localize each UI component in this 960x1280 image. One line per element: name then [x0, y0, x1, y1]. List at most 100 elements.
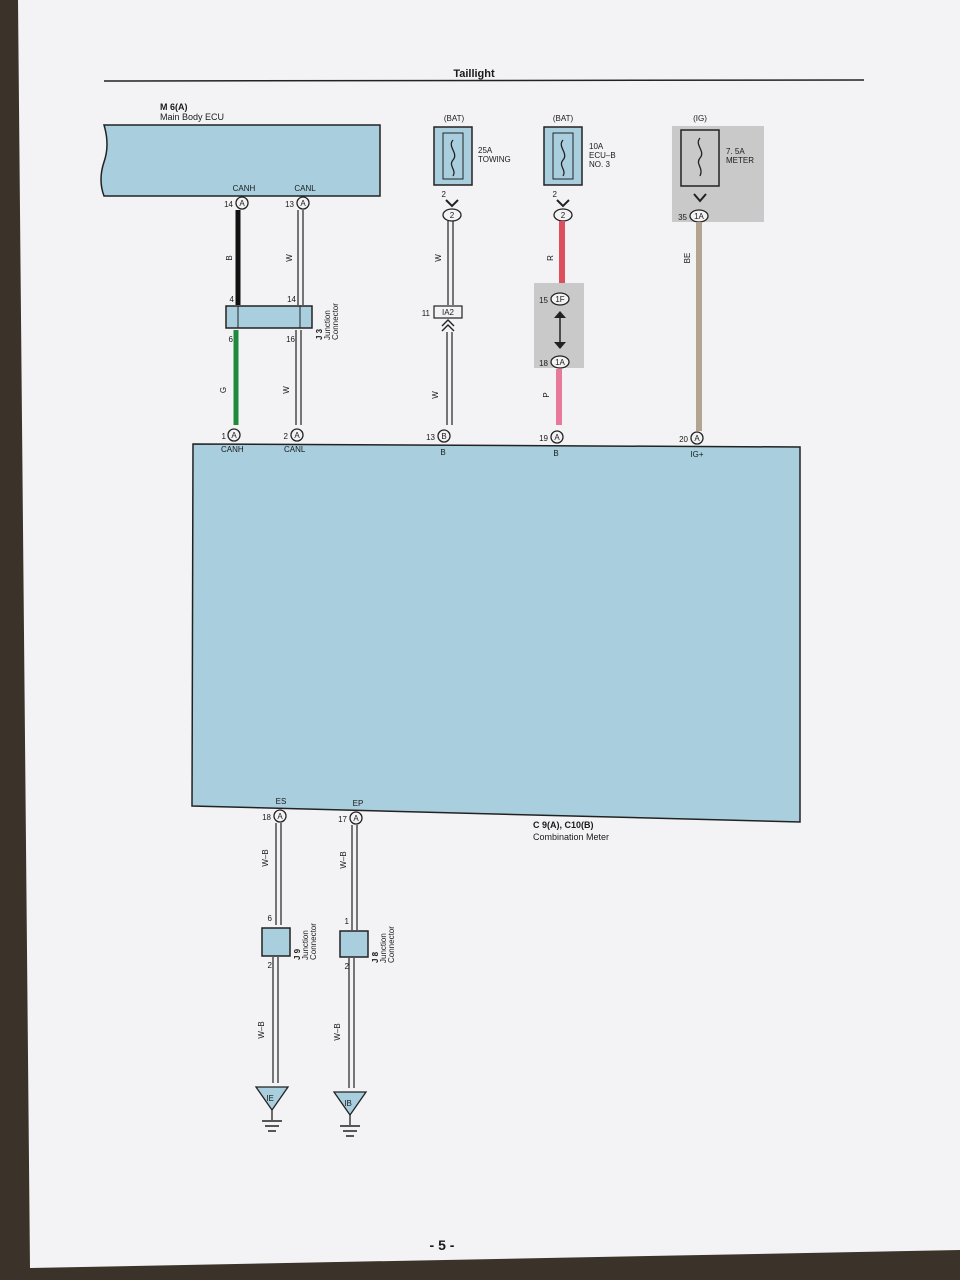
meter-pin20-label: IG+ [690, 450, 703, 459]
meter-pin19-number: 19 [539, 434, 548, 443]
j3-pin14: 14 [287, 295, 296, 304]
meter-pin1-number: 1 [222, 432, 227, 441]
fuse-ecub-conn: 2 [561, 211, 566, 220]
ground-ie-triangle [254, 1086, 290, 1112]
ecu-pin13-conn: A [300, 199, 306, 208]
fuse-meter-source: (IG) [693, 114, 707, 123]
fuse-meter-conn: 1A [694, 212, 704, 221]
fuse-towing-name: TOWING [478, 155, 511, 164]
meter-name: Combination Meter [533, 832, 609, 842]
j3-code: J 3 [315, 328, 324, 340]
splice-arrow-up [554, 311, 566, 318]
ground-ib-triangle [332, 1091, 368, 1117]
j9-pin-bot: 2 [268, 961, 273, 970]
fuse-meter-name: METER [726, 156, 754, 165]
wire-es-a-label: W–B [261, 849, 270, 866]
meter-pin18-number: 18 [262, 813, 271, 822]
splice-conn-1f-label: 1F [555, 295, 564, 304]
j3-pin4: 4 [230, 295, 235, 304]
ecu-pin14-connector [235, 196, 249, 210]
ecu-pin-canh-label: CANH [233, 184, 256, 193]
j9-pin-top: 6 [268, 914, 273, 923]
meter-pin13-conn: B [441, 432, 446, 441]
fuse-ecub-inner [552, 132, 574, 180]
meter-pin2-conn: A [294, 431, 300, 440]
meter-pin13-connector [437, 429, 451, 443]
j3-pin16: 16 [286, 335, 295, 344]
meter-pin19-label: B [553, 449, 558, 458]
fuse-ecub-element [560, 139, 566, 177]
wire-ep-b-label: W–B [333, 1023, 342, 1040]
meter-code: C 9(A), C10(B) [533, 820, 594, 830]
ecu-name: Main Body ECU [160, 112, 224, 122]
meter-pin20-conn: A [694, 434, 700, 443]
j8-name1: Junction [379, 933, 388, 963]
j8-pin-top: 1 [345, 917, 350, 926]
ia2-label: IA2 [442, 308, 455, 317]
wire-ecub-pink-label: P [542, 392, 551, 397]
j8-label: J 8 Junction Connector [371, 926, 396, 963]
ia2-arrows [441, 319, 455, 332]
wire-meter-beige-label: BE [683, 253, 692, 264]
ecu-pin13-connector [296, 196, 310, 210]
fuse-ecub-rating: 10A [589, 142, 604, 151]
meter-pin17-number: 17 [338, 815, 347, 824]
j3-label: J 3 Junction Connector [315, 303, 340, 340]
page-number: - 5 - [430, 1237, 455, 1253]
meter-pin-es-label: ES [276, 797, 287, 806]
meter-pin17-connector [349, 811, 363, 825]
page-title: Taillight [453, 68, 495, 80]
ground-ie-label: IE [266, 1094, 274, 1103]
j3-junction-connector [225, 305, 313, 329]
fuse-meter-pin: 35 [678, 213, 687, 222]
j3-name1: Junction [323, 310, 332, 340]
splice-pin18: 18 [539, 359, 548, 368]
fuse-towing-element [450, 139, 456, 177]
wire-canh-black-label: B [225, 255, 234, 260]
fuse-towing-inner [442, 132, 464, 180]
meter-pin1-label: CANH [221, 445, 244, 454]
ground-ib-icon [340, 1125, 360, 1137]
wire-canl-white-b-label: W [282, 386, 291, 394]
ecu-pin14-number: 14 [224, 200, 233, 209]
meter-pin19-conn: A [554, 433, 560, 442]
wire-ep-a-label: W–B [339, 851, 348, 868]
ground-ib-label: IB [344, 1099, 352, 1108]
ecu-pin-canl-label: CANL [294, 184, 316, 193]
j9-junction-connector [261, 927, 291, 957]
wire-towing-white-a-label: W [434, 254, 443, 262]
j8-pin-bot: 2 [345, 962, 350, 971]
splice-conn-1f [550, 292, 570, 306]
meter-pin2-connector [290, 428, 304, 442]
wire-canh-green-label: G [219, 387, 228, 393]
combination-meter-box [191, 443, 801, 823]
j9-code: J 9 [293, 948, 302, 960]
splice-arrow-down [554, 342, 566, 349]
j9-label: J 9 Junction Connector [293, 923, 318, 960]
fuse-ecub-name2: NO. 3 [589, 160, 610, 169]
meter-pin17-conn: A [353, 814, 359, 823]
fuse-meter-box [680, 129, 720, 187]
fuse-towing-source: (BAT) [444, 114, 465, 123]
meter-pin19-connector [550, 430, 564, 444]
main-body-ecu-box [100, 124, 381, 197]
ia2-pin: 11 [422, 309, 431, 318]
ecu-code: M 6(A) [160, 102, 188, 112]
fuse-towing-connector [442, 208, 462, 222]
fuse-towing-arrow [445, 199, 459, 208]
wire-ecub-red-label: R [546, 255, 555, 261]
j8-name2: Connector [387, 926, 396, 963]
j3-name2: Connector [331, 303, 340, 340]
meter-pin13-number: 13 [426, 433, 435, 442]
fuse-ecub-pin: 2 [553, 190, 558, 199]
meter-pin13-label: B [440, 448, 445, 457]
j3-pin6: 6 [229, 335, 234, 344]
ecu-pin13-number: 13 [285, 200, 294, 209]
splice-pin15: 15 [539, 296, 548, 305]
meter-pin20-number: 20 [679, 435, 688, 444]
meter-pin1-connector [227, 428, 241, 442]
j9-name2: Connector [309, 923, 318, 960]
j8-junction-connector [339, 930, 369, 958]
fuse-towing-box [433, 126, 473, 186]
